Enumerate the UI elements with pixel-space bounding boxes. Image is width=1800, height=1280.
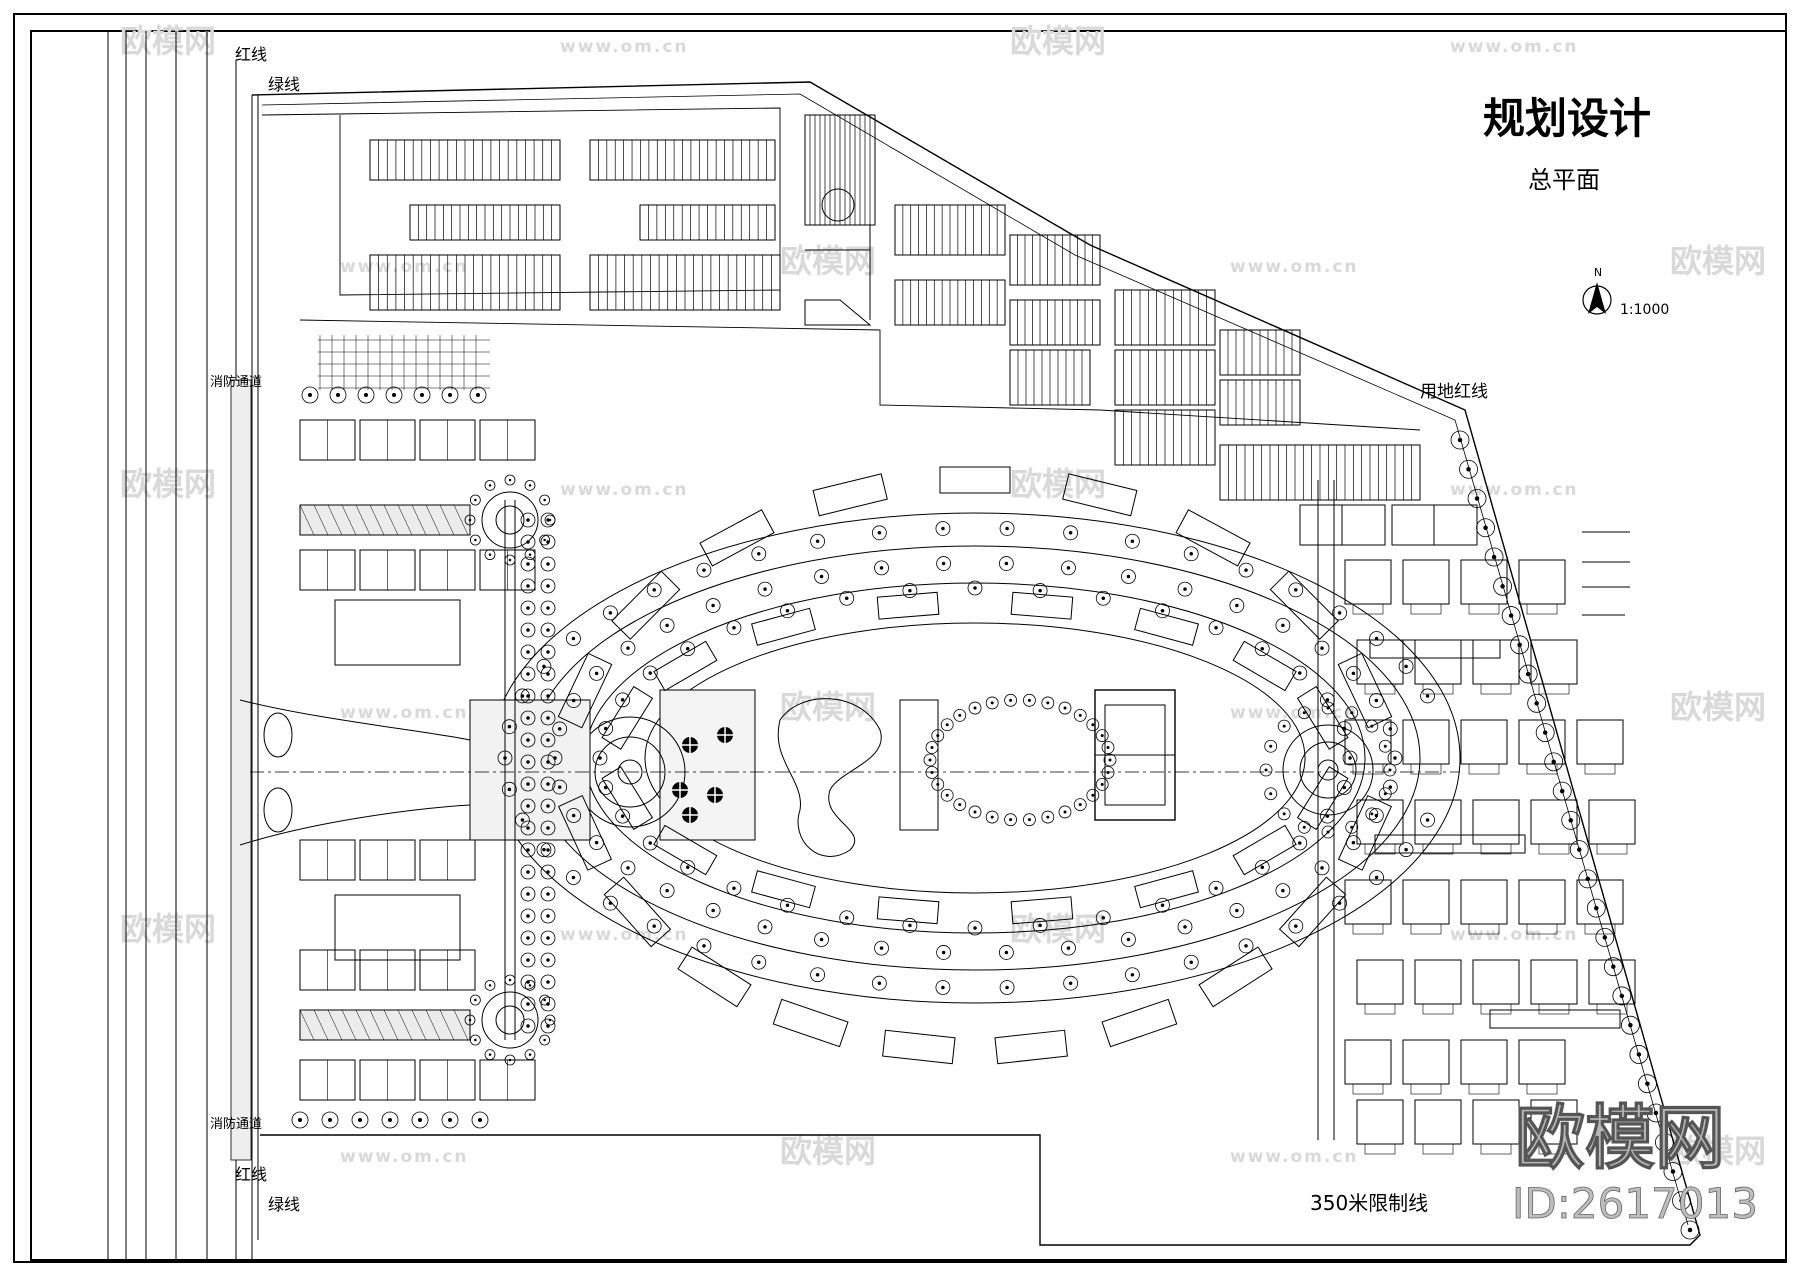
- drawing-frame-inner: [30, 30, 1787, 1261]
- landscape-trees: [291, 386, 1700, 1240]
- watermark-url: www.om.cn: [1230, 703, 1359, 723]
- watermark-brand: 欧模网: [120, 910, 216, 948]
- watermark-url: www.om.cn: [340, 1147, 469, 1167]
- watermark-url: www.om.cn: [1450, 925, 1579, 945]
- watermark-brand: 欧模网: [1670, 1132, 1766, 1170]
- legend-marks: [1582, 531, 1630, 616]
- red-line-label-bottom: 红线: [235, 1165, 267, 1184]
- north-terrace-housing: [261, 107, 1421, 501]
- site-red-line-label: 用地红线: [1420, 382, 1488, 402]
- watermark-brand: 欧模网: [1670, 688, 1766, 726]
- watermark-brand: 欧模网: [1670, 242, 1766, 280]
- red-line-label-top: 红线: [235, 45, 267, 64]
- central-park: [659, 689, 1176, 857]
- watermark-url: www.om.cn: [560, 925, 689, 945]
- watermark-big-brand: 欧模网: [1515, 1097, 1725, 1179]
- limit-line-label: 350米限制线: [1310, 1191, 1428, 1215]
- watermark-url: www.om.cn: [1450, 480, 1579, 500]
- watermark-url: www.om.cn: [340, 703, 469, 723]
- west-roads: [107, 31, 259, 1260]
- hatch-strip-west: [230, 379, 252, 1161]
- watermark-brand: 欧模网: [780, 1132, 876, 1170]
- watermark-id: ID:2617013: [1512, 1179, 1758, 1228]
- basketball-courts: [1299, 504, 1478, 546]
- watermark-brand: 欧模网: [780, 688, 876, 726]
- site-red-line: [251, 81, 1701, 1246]
- watermark-layer: 欧模网 www.om.cn 欧模网 www.om.cn www.om.cn 欧模网 www.…: [120, 22, 1766, 1170]
- watermark-url: www.om.cn: [560, 480, 689, 500]
- green-line-label-top: 绿线: [268, 75, 300, 94]
- north-label: N: [1594, 266, 1602, 279]
- east-villa-housing: [1317, 480, 1636, 1155]
- lake: [777, 698, 882, 857]
- watermark-brand: 欧模网: [780, 242, 876, 280]
- watermark-url: www.om.cn: [1450, 37, 1579, 57]
- green-line-label-bottom: 绿线: [268, 1195, 300, 1214]
- east-plaza: [1282, 724, 1374, 816]
- watermark-brand: 欧模网: [1010, 465, 1106, 503]
- checkered-plaza: [659, 689, 756, 841]
- watermark-url: www.om.cn: [1230, 257, 1359, 277]
- scale-label: 1:1000: [1620, 302, 1669, 318]
- watermark-url: www.om.cn: [560, 37, 689, 57]
- fire-lane-label-bottom: 消防通道: [210, 1116, 262, 1132]
- watermark-url: www.om.cn: [340, 257, 469, 277]
- west-residential-blocks: [299, 419, 536, 1101]
- watermark-url: www.om.cn: [1230, 1147, 1359, 1167]
- watermark-brand: 欧模网: [1010, 22, 1106, 60]
- inner-boundary: [261, 93, 1689, 1226]
- curved-apartment-rows: [557, 466, 1393, 1065]
- page-title: 规划设计: [1483, 94, 1651, 143]
- north-arrow-icon: [1582, 282, 1612, 315]
- fire-lane-label-top: 消防通道: [210, 374, 262, 390]
- drawing-frame-outer: [13, 13, 1787, 1263]
- watermark-brand: 欧模网: [120, 22, 216, 60]
- pavilion: [899, 699, 939, 831]
- watermark-brand: 欧模网: [120, 465, 216, 503]
- west-entrance-axis: [239, 699, 1460, 846]
- page-subtitle: 总平面: [1528, 166, 1600, 194]
